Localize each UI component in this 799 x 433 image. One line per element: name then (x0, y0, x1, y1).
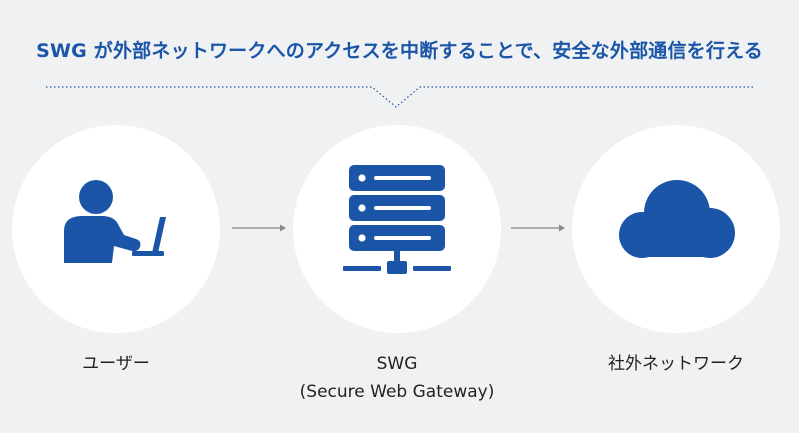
arrow-user-to-swg (232, 224, 286, 232)
swg-label: SWG (Secure Web Gateway) (277, 350, 517, 406)
external-network-node (572, 125, 780, 333)
server-network-icon (343, 165, 451, 274)
user-label: ユーザー (0, 350, 236, 378)
external-network-label-text: 社外ネットワーク (608, 354, 744, 374)
callout-dotted-line (46, 86, 753, 108)
cloud-icon (619, 180, 735, 258)
swg-sublabel-text: (Secure Web Gateway) (299, 382, 495, 402)
swg-node (293, 125, 501, 333)
external-network-label: 社外ネットワーク (556, 350, 796, 378)
arrow-swg-to-external (511, 224, 565, 232)
user-at-laptop-icon (64, 180, 166, 263)
headline: SWG が外部ネットワークへのアクセスを中断することで、安全な外部通信を行える (36, 40, 763, 62)
user-label-text: ユーザー (82, 354, 150, 374)
swg-label-text: SWG (376, 354, 418, 374)
user-node (12, 125, 220, 333)
